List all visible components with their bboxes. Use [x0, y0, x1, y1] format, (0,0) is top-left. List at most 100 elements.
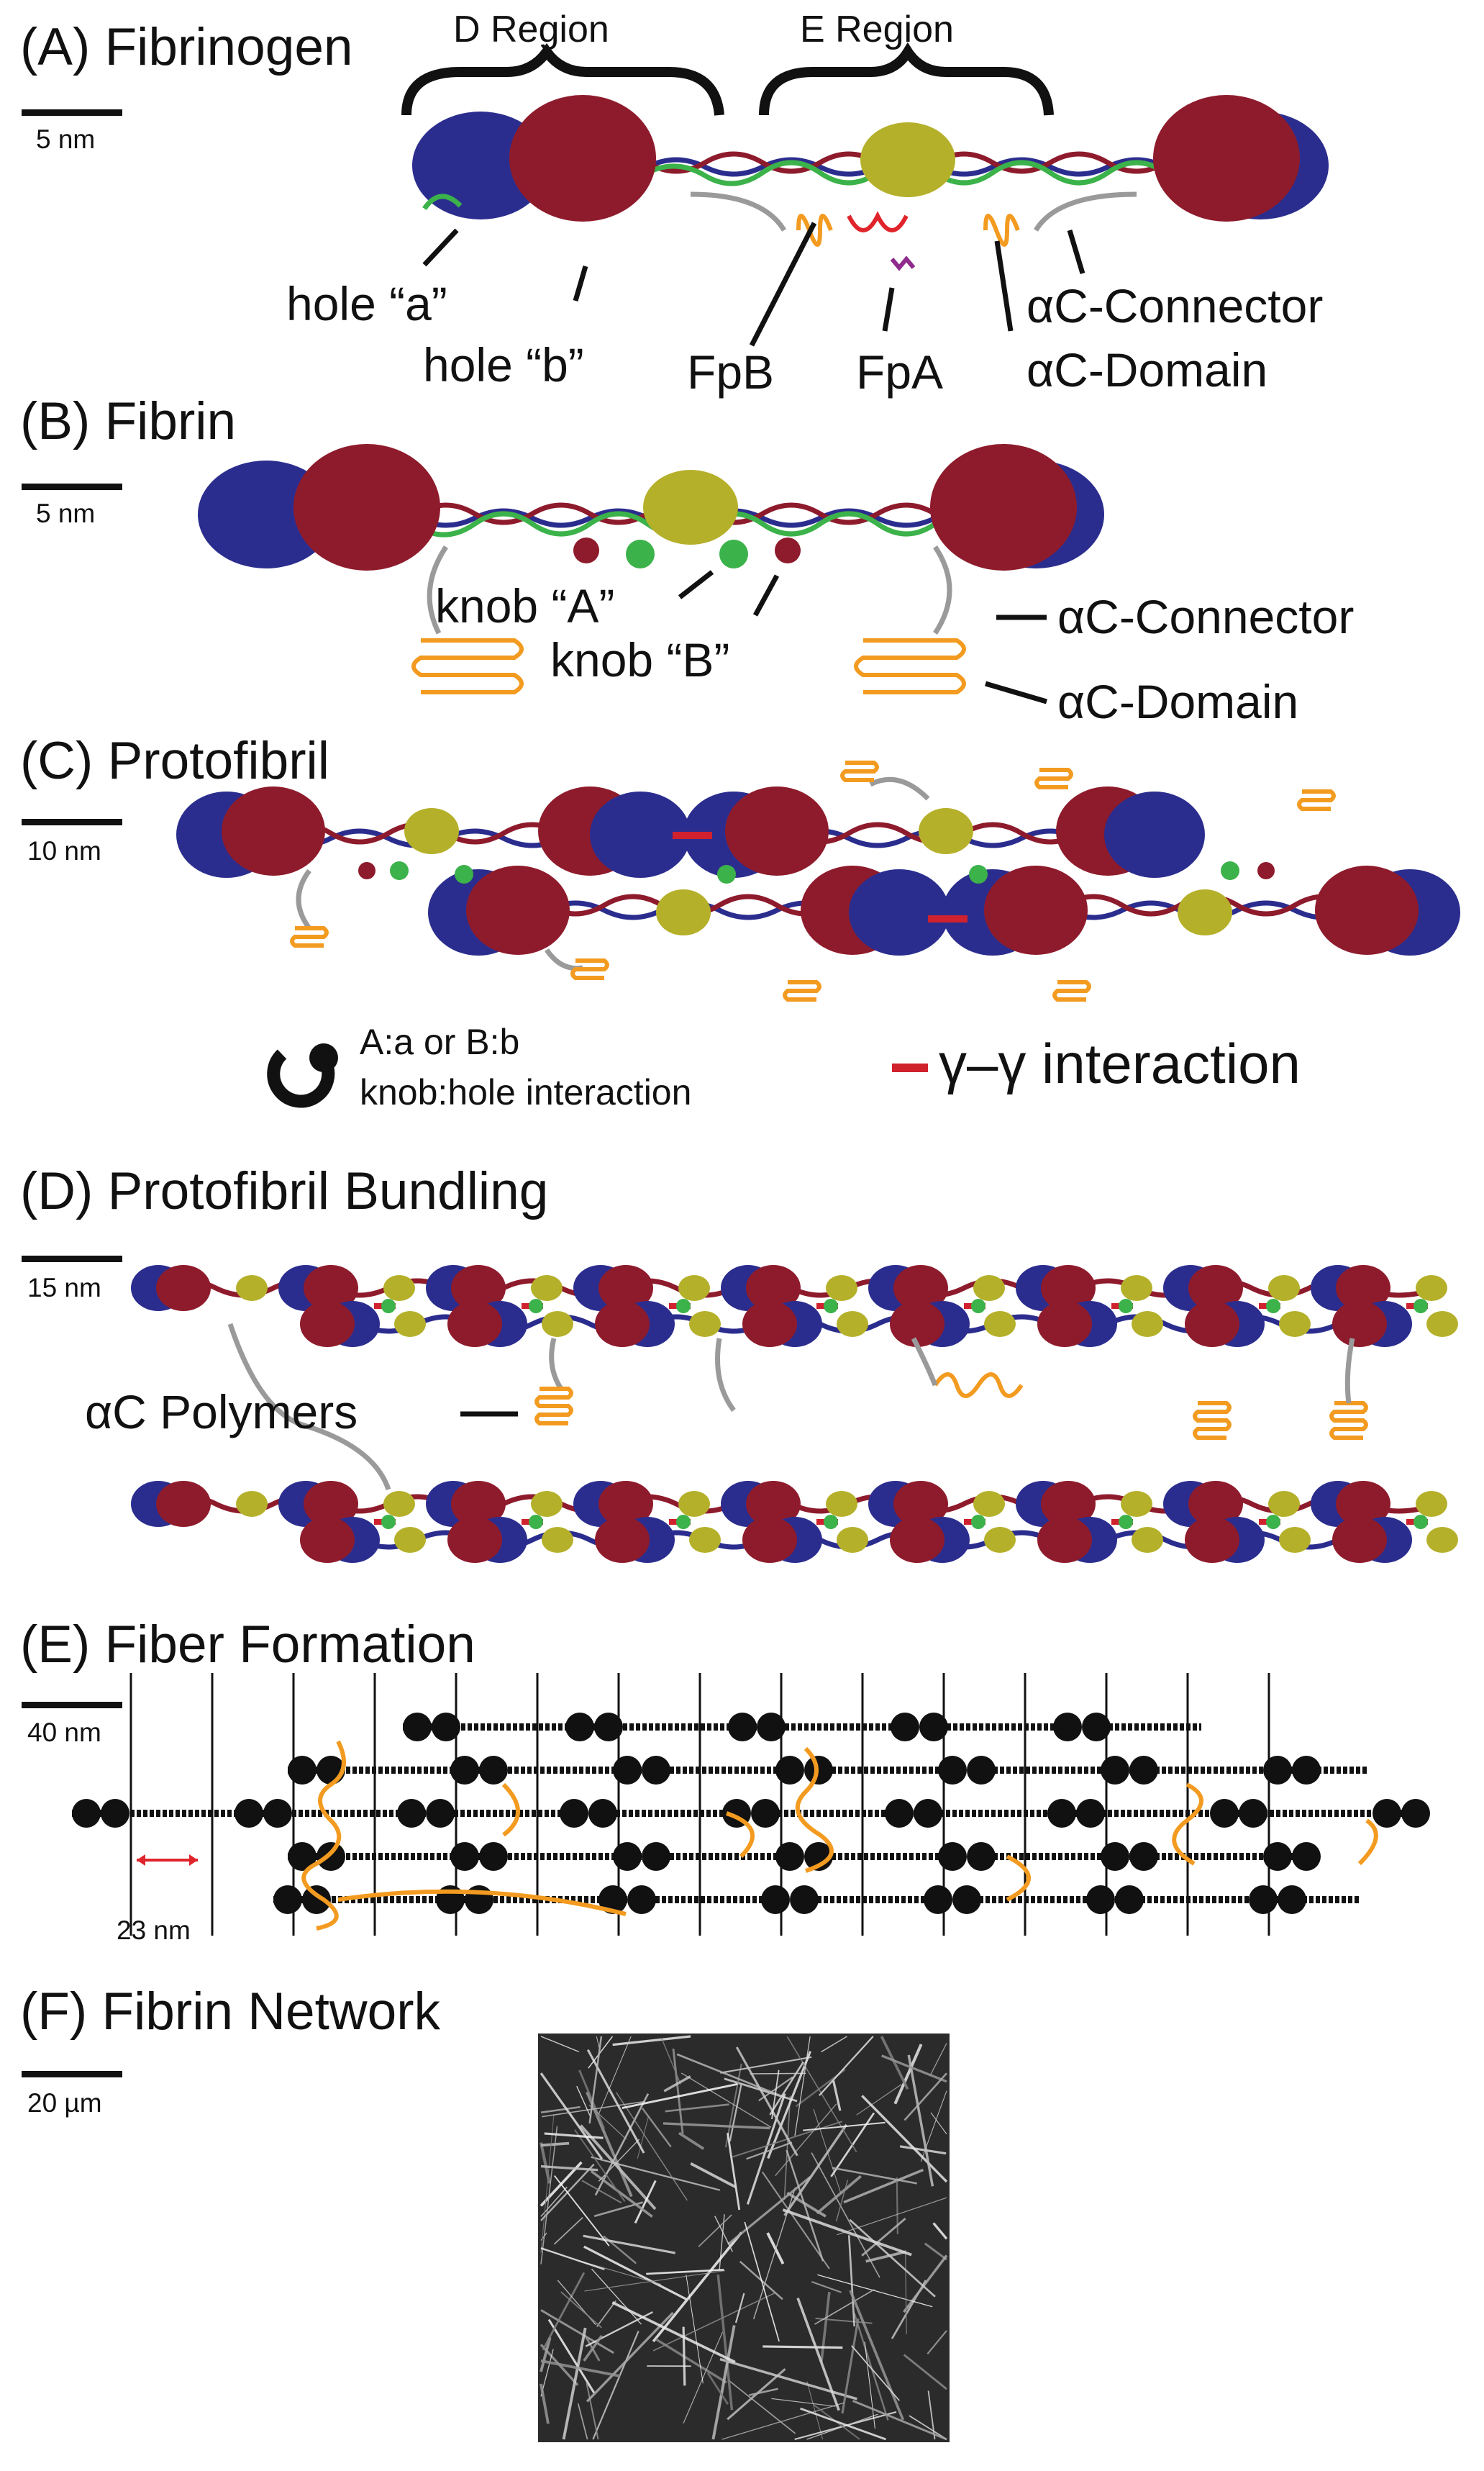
micrograph-fiber-85	[783, 2123, 848, 2216]
d-e-b-1-5	[1132, 1527, 1163, 1553]
micrograph-fiber-44	[634, 2180, 657, 2224]
e-node2-4-852	[627, 1885, 656, 1914]
micrograph-fiber-106	[929, 2043, 947, 2077]
panel-d: (D) Protofibril Bundling 15 nm αC Polyme…	[20, 1162, 1458, 1563]
c-top-d4-outer	[1104, 792, 1205, 878]
arrow-hole-b	[573, 266, 588, 301]
d-knob-1-0	[381, 1515, 396, 1529]
micrograph-fiber-84	[893, 2044, 923, 2105]
e-node2-0-806	[594, 1713, 623, 1741]
d-region-brace	[401, 42, 724, 116]
d-knob-0-7	[1414, 1299, 1428, 1313]
e-node2-0-580	[432, 1713, 460, 1741]
micrograph-fiber-99	[861, 2095, 948, 2183]
fpa-fpb-loops	[847, 211, 909, 232]
e-node-3-646	[450, 1842, 479, 1871]
d-inner-0-8	[1336, 1265, 1390, 1311]
micrograph-fiber-87	[817, 2274, 933, 2308]
b-connector-right	[933, 545, 952, 635]
d-e-1-2	[531, 1491, 563, 1517]
c-gamma-bar-1	[673, 832, 712, 839]
e-node-1-872	[613, 1756, 642, 1785]
d-e-0-5	[973, 1275, 1005, 1301]
e-region-brace	[759, 42, 1054, 116]
e-node2-2-572	[426, 1799, 455, 1828]
micrograph-fiber-155	[544, 2132, 604, 2139]
c-bot-d1-inner	[466, 866, 570, 955]
panel-c-scalebar-label: 10 nm	[27, 836, 101, 866]
d-inner-1-5	[893, 1481, 948, 1527]
micrograph-fiber-173	[734, 2293, 745, 2323]
panel-e-scalebar-label: 40 nm	[27, 1718, 101, 1747]
c-knob-7	[1257, 862, 1275, 879]
micrograph-fiber-168	[576, 2085, 592, 2118]
d-inner-b-1-3	[742, 1517, 797, 1563]
e-node-3-1324	[938, 1842, 967, 1871]
c-top-e1	[404, 808, 459, 854]
b-e-region	[643, 470, 738, 545]
micrograph-fiber-64	[729, 2084, 742, 2141]
d-inner-b-0-7	[1332, 1301, 1387, 1347]
e-node-0-806	[565, 1713, 594, 1741]
e-node-2-1928	[1373, 1799, 1401, 1828]
e-node2-4-1530	[1115, 1885, 1144, 1914]
d-domain-left-inner	[509, 95, 656, 222]
panel-e-title: (E) Fiber Formation	[20, 1615, 475, 1674]
c-knob-6	[1221, 861, 1239, 880]
e-node2-1-646	[479, 1756, 508, 1785]
b-knob-a-left	[626, 540, 655, 568]
micrograph-fiber-134	[727, 2132, 741, 2211]
d-ac-polymer-2	[933, 1372, 1024, 1398]
micrograph-fiber-66	[853, 2312, 889, 2421]
d-e-1-4	[826, 1491, 857, 1517]
panel-e-scalebar	[22, 1702, 122, 1708]
d-knob-1-4	[971, 1515, 985, 1529]
e-node2-4-400	[302, 1885, 331, 1914]
d-e-b-1-3	[837, 1527, 868, 1553]
d-inner-b-1-7	[1332, 1517, 1387, 1563]
micrograph-fiber-39	[856, 2084, 902, 2116]
panel-a-scalebar-label: 5 nm	[36, 124, 95, 154]
micrograph-fiber-171	[690, 2162, 737, 2189]
d-knob-0-5	[1119, 1299, 1133, 1313]
d-knob-1-5	[1119, 1515, 1133, 1529]
panel-a: (A) Fibrinogen 5 nm D Region E Region ho…	[20, 9, 1329, 399]
d-inner-0-5	[893, 1265, 948, 1311]
micrograph-fiber-118	[930, 2112, 947, 2135]
micrograph-fiber-19	[540, 2036, 580, 2052]
micrograph-fiber-23	[540, 2336, 552, 2372]
c-ac-5	[570, 958, 609, 980]
micrograph-fiber-144	[881, 2054, 947, 2083]
micrograph-fiber-123	[540, 2126, 558, 2264]
label-fpb: FpB	[687, 345, 774, 399]
e-node-1-1098	[775, 1756, 804, 1785]
micrograph-fiber-121	[847, 2235, 855, 2327]
micrograph-fiber-13	[811, 2281, 842, 2293]
e-node-4-1530	[1086, 1885, 1115, 1914]
d-region-label: D Region	[453, 9, 609, 50]
c-knob-2	[358, 862, 375, 879]
b-knob-b-right	[775, 538, 801, 563]
e-node-3-1098	[775, 1842, 804, 1871]
micrograph-fiber-163	[588, 2104, 627, 2140]
label-ac-connector-a: αC-Connector	[1026, 279, 1323, 332]
e-node-2-346	[235, 1799, 263, 1828]
d-e-1-8	[1416, 1491, 1447, 1517]
d-inner-0-3	[598, 1265, 653, 1311]
d-e-b-1-4	[984, 1527, 1016, 1553]
d-domain-right-inner	[1153, 95, 1300, 222]
micrograph-fiber-74	[540, 2383, 550, 2424]
micrograph-fiber-146	[682, 2326, 686, 2386]
c-top-d1-inner	[222, 786, 325, 876]
micrograph-fiber-166	[803, 2121, 886, 2131]
legend-knob-line2: knob:hole interaction	[360, 1072, 691, 1112]
micrograph-fiber-47	[594, 2093, 650, 2196]
micrograph-fiber-154	[932, 2222, 948, 2240]
micrograph-fiber-132	[837, 2197, 947, 2236]
panel-f: (F) Fibrin Network 20 µm	[20, 1982, 950, 2442]
arrow-hole-a	[422, 228, 459, 267]
d-inner-0-0	[156, 1265, 211, 1311]
d-e-b-0-2	[689, 1311, 721, 1337]
micrograph-fiber-96	[686, 2274, 704, 2384]
micrograph-fiber-149	[663, 2075, 691, 2093]
